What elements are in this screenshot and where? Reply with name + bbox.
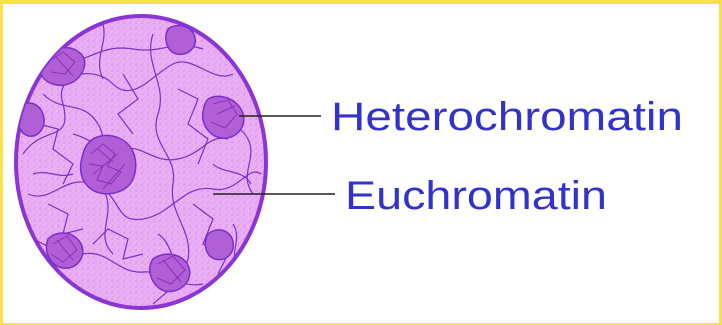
heterochromatin-label: Heterochromatin	[331, 95, 683, 139]
heterochromatin-clump-bottom	[150, 254, 190, 291]
heterochromatin-clump-bottom-left	[46, 233, 82, 268]
nucleus-diagram: Heterochromatin Euchromatin	[3, 4, 719, 323]
heterochromatin-clump-top	[166, 26, 195, 55]
euchromatin-label: Euchromatin	[345, 174, 607, 218]
heterochromatin-clump-bottom-right	[205, 230, 233, 260]
